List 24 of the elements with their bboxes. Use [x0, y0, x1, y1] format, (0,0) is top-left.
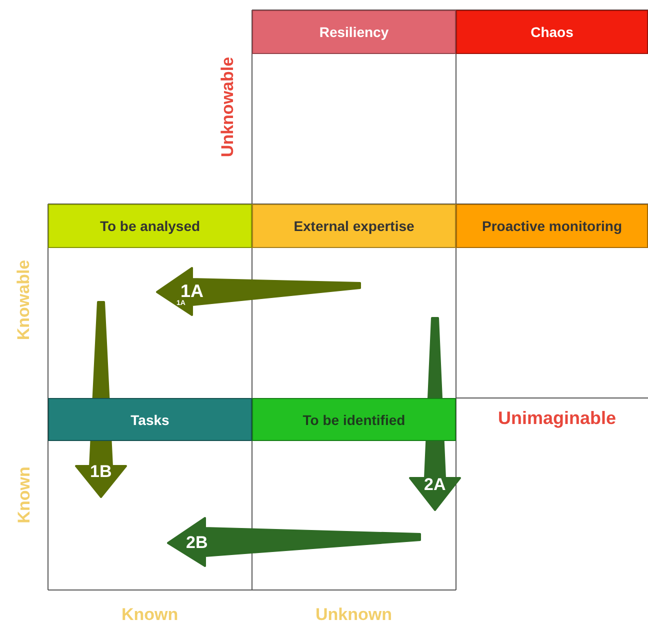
band-label: To be analysed: [100, 218, 200, 234]
axis-label: Known: [14, 466, 34, 524]
arrow-label: 1A: [180, 280, 204, 300]
axis-label: Knowable: [14, 260, 34, 340]
header-band: [48, 398, 252, 441]
header-band: [456, 10, 648, 54]
axis-label: Unimaginable: [498, 408, 616, 428]
header-band: [252, 10, 456, 54]
axis-label: Known: [122, 605, 178, 624]
band-label: To be identified: [302, 412, 406, 428]
arrow-label: 2B: [186, 533, 208, 553]
arrow-label: 2A: [424, 475, 446, 495]
band-label: Resiliency: [319, 24, 389, 40]
band-label: Tasks: [130, 412, 170, 428]
header-band: [252, 398, 456, 441]
band-label: External expertise: [294, 218, 414, 234]
header-band: [48, 204, 252, 248]
header-band: [252, 204, 456, 248]
arrow-label: 1B: [90, 462, 112, 482]
band-label: Proactive monitoring: [482, 218, 622, 234]
header-band: [456, 204, 648, 248]
axis-label: Unknown: [316, 605, 392, 624]
axis-label: Unknowable: [218, 56, 238, 158]
band-label: Chaos: [530, 24, 574, 40]
